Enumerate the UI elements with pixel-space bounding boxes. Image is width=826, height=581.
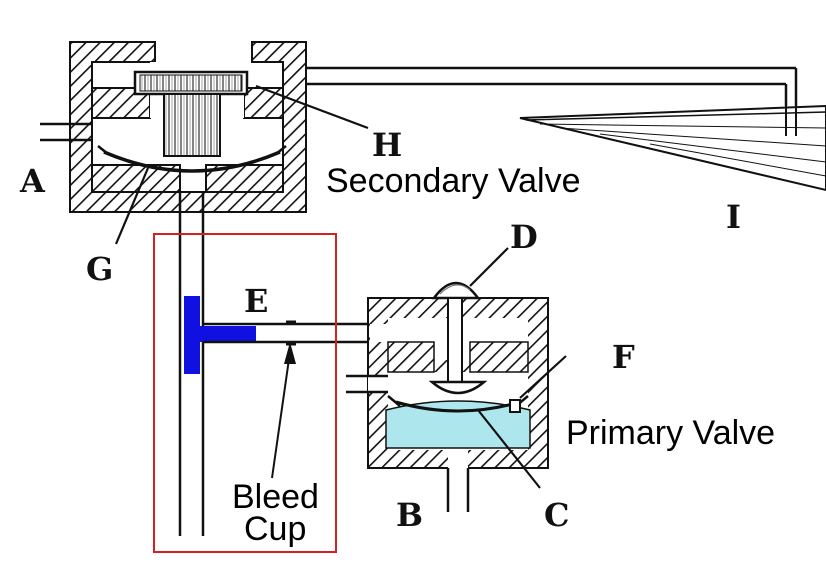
pipe-to-i <box>306 66 798 106</box>
valve-plunger-h <box>133 70 249 157</box>
device-i <box>519 104 826 192</box>
bleed-arrow <box>271 342 296 479</box>
letter-d: D <box>510 218 538 256</box>
bleed-label: Bleed <box>232 478 319 516</box>
diaphragm-c <box>395 400 521 413</box>
letter-a: A <box>19 162 46 200</box>
t-junction-e <box>184 296 256 374</box>
outlet-pipe-b <box>446 468 470 512</box>
letter-i: I <box>726 198 741 236</box>
primary-inlet-pipe <box>346 374 388 394</box>
pipe-e <box>203 320 370 346</box>
letter-c: C <box>544 496 569 534</box>
secondary-valve-label: Secondary Valve <box>326 162 581 200</box>
bleed-cup-highlight-box <box>153 233 337 553</box>
cup-label: Cup <box>244 510 306 548</box>
letter-g: G <box>86 250 113 288</box>
valve-stem-d <box>428 281 488 395</box>
diaphragm-g <box>103 150 281 173</box>
letter-e: E <box>244 282 268 320</box>
primary-valve-label: Primary Valve <box>566 414 775 452</box>
inlet-pipe-a <box>40 122 92 142</box>
letter-h: H <box>372 126 402 164</box>
vertical-bleed-pipe <box>178 192 205 536</box>
bleed-port-f <box>509 399 521 413</box>
letter-b: B <box>396 496 423 534</box>
letter-f: F <box>612 338 635 376</box>
leader-lines <box>114 84 567 489</box>
